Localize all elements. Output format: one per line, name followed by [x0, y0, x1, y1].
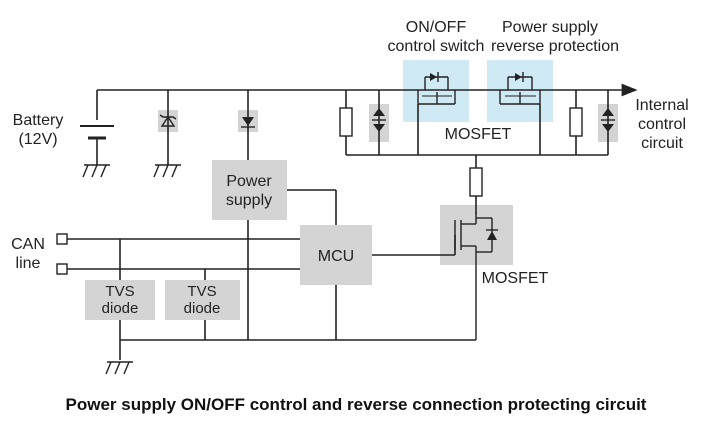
internal-label-line1: Internal — [635, 97, 688, 114]
resistor-left — [339, 90, 353, 155]
power-supply-label-line1: Power — [226, 173, 272, 190]
internal-label-line2: control — [638, 116, 686, 133]
onoff-mosfet-box — [403, 60, 469, 122]
power-supply-wiring — [247, 189, 337, 340]
zener-diode-3 — [576, 90, 615, 156]
diode-1 — [241, 90, 255, 160]
ground-bus — [105, 285, 476, 375]
main-rail — [96, 83, 638, 120]
onoff-label-line2: control switch — [388, 38, 485, 55]
can-wiring — [56, 233, 300, 280]
battery-label-line2: (12V) — [18, 131, 57, 148]
diagram-caption: Power supply ON/OFF control and reverse … — [66, 395, 647, 414]
power-supply-box — [212, 160, 287, 220]
zener-diode-2 — [372, 90, 386, 155]
mosfet-right-label: MOSFET — [482, 270, 549, 287]
resistor-right — [569, 90, 583, 155]
mcu-label: MCU — [318, 248, 354, 265]
gate-resistor — [469, 155, 483, 215]
reverse-mosfet-box — [487, 60, 553, 122]
tvs-diode-box-1 — [85, 280, 155, 320]
internal-label-line3: circuit — [641, 135, 683, 152]
zener-diode-1 — [153, 90, 181, 178]
tvs1-label-line1: TVS — [105, 283, 134, 300]
reverse-label-line2: reverse protection — [491, 38, 619, 55]
onoff-mosfet-symbol — [417, 72, 456, 155]
tvs2-label-line1: TVS — [187, 283, 216, 300]
mcu-box — [300, 225, 372, 285]
can-label-line1: CAN — [11, 236, 45, 253]
tvs1-label-line2: diode — [102, 300, 139, 317]
tvs2-label-line2: diode — [184, 300, 221, 317]
battery-label-line1: Battery — [13, 112, 64, 129]
battery-symbol — [80, 125, 114, 178]
mosfet-top-label: MOSFET — [445, 126, 512, 143]
reverse-label-line1: Power supply — [502, 19, 598, 36]
tvs-diode-box-2 — [165, 280, 240, 320]
can-label-line2: line — [16, 255, 41, 272]
power-supply-label-line2: supply — [226, 192, 272, 209]
onoff-label-line1: ON/OFF — [406, 19, 467, 36]
reverse-mosfet-symbol — [499, 72, 541, 155]
